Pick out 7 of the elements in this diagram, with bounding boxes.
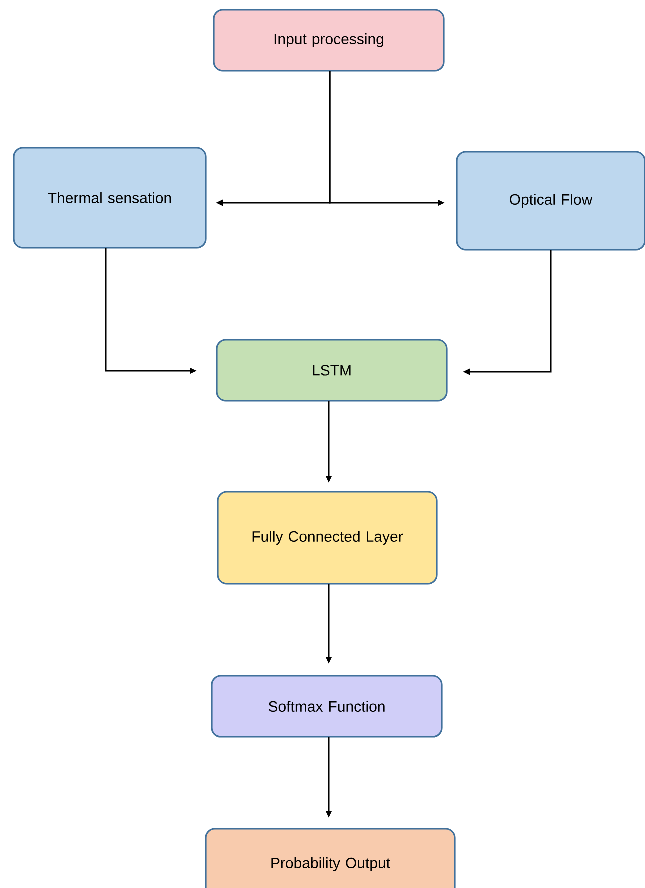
process-box: Probability Output xyxy=(205,828,456,888)
process-box: Optical Flow xyxy=(456,151,645,251)
process-box: Fully Connected Layer xyxy=(217,491,438,585)
process-box: Input processing xyxy=(213,9,445,72)
process-box: Thermal sensation xyxy=(13,147,207,249)
process-box: LSTM xyxy=(216,339,448,402)
process-box: Softmax Function xyxy=(211,675,443,738)
